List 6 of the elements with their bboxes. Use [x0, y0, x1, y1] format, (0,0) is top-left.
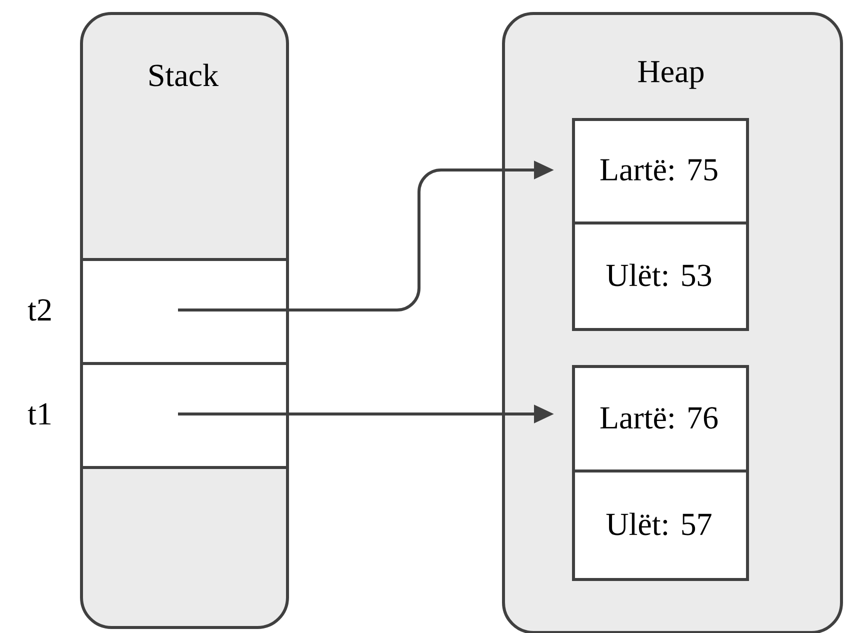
slot-cell — [80, 258, 289, 365]
object-box: Lartë: 75 Ulët: 53 — [572, 118, 749, 331]
object-box: Lartë: 76 Ulët: 57 — [572, 365, 749, 581]
slot-label: t1 — [28, 403, 51, 425]
slot-label: t2 — [28, 299, 51, 321]
slot-cell — [80, 362, 289, 469]
